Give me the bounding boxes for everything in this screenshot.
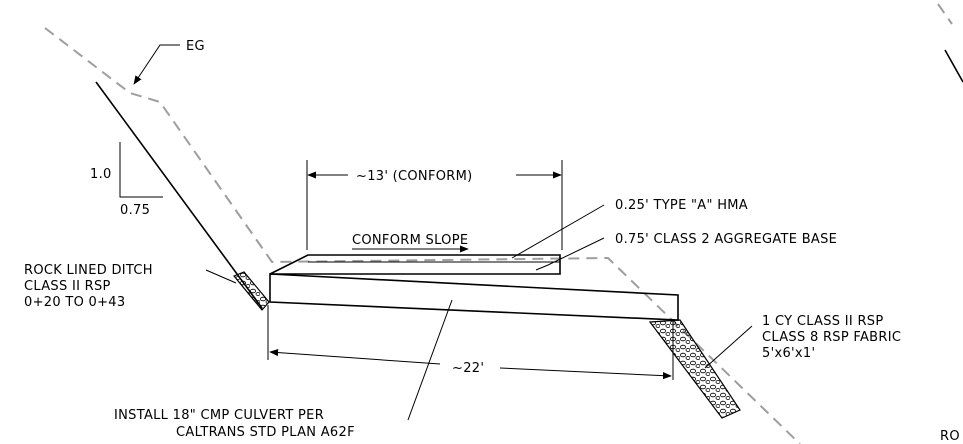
culvert-dim-arrow-right: [499, 367, 672, 380]
hma-label: 0.25' TYPE "A" HMA: [615, 198, 748, 213]
rsp-leader: [704, 325, 753, 369]
ditch-label-line1: ROCK LINED DITCH: [24, 263, 153, 278]
ditch-label-line3: 0+20 TO 0+43: [24, 295, 125, 310]
slope-run-label: 0.75: [120, 203, 150, 218]
ditch-label-line2: CLASS II RSP: [24, 279, 111, 294]
culvert-install-leader: [407, 299, 453, 421]
conform-pavement-layer: [269, 254, 561, 275]
culvert-pipe: [269, 273, 679, 321]
culvert-length-label: ~22': [452, 361, 484, 376]
corner-cut-label: RO: [940, 429, 960, 444]
aggregate-base-label: 0.75' CLASS 2 AGGREGATE BASE: [615, 232, 837, 247]
eg-leader: [133, 44, 180, 85]
rsp-label-line3: 5'x6'x1': [762, 346, 815, 361]
outlet-rsp: [648, 319, 741, 419]
rsp-label-line2: CLASS 8 RSP FABRIC: [762, 330, 901, 345]
hma-leader: [511, 204, 605, 259]
rsp-label-line1: 1 CY CLASS II RSP: [762, 314, 884, 329]
culvert-install-line1: INSTALL 18" CMP CULVERT PER: [114, 408, 324, 423]
conform-slope-label: CONFORM SLOPE: [352, 233, 468, 248]
slope-rise-label: 1.0: [90, 167, 112, 182]
culvert-install-line2: CALTRANS STD PLAN A62F: [176, 425, 355, 440]
slope-line-upper-right: [944, 49, 963, 83]
aggregate-base-leader: [535, 237, 605, 271]
eg-label: EG: [186, 39, 205, 54]
slope-ratio-symbol: [119, 142, 163, 198]
ditch-leader: [205, 269, 237, 284]
rock-lined-ditch: [233, 271, 270, 311]
cut-slope-line: [95, 81, 263, 309]
culvert-dim-arrow-left: [269, 348, 441, 365]
existing-ground-line: [44, 27, 801, 444]
existing-ground-line-upper-right: [937, 3, 953, 25]
conform-width-label: ~13' (CONFORM): [356, 169, 472, 184]
